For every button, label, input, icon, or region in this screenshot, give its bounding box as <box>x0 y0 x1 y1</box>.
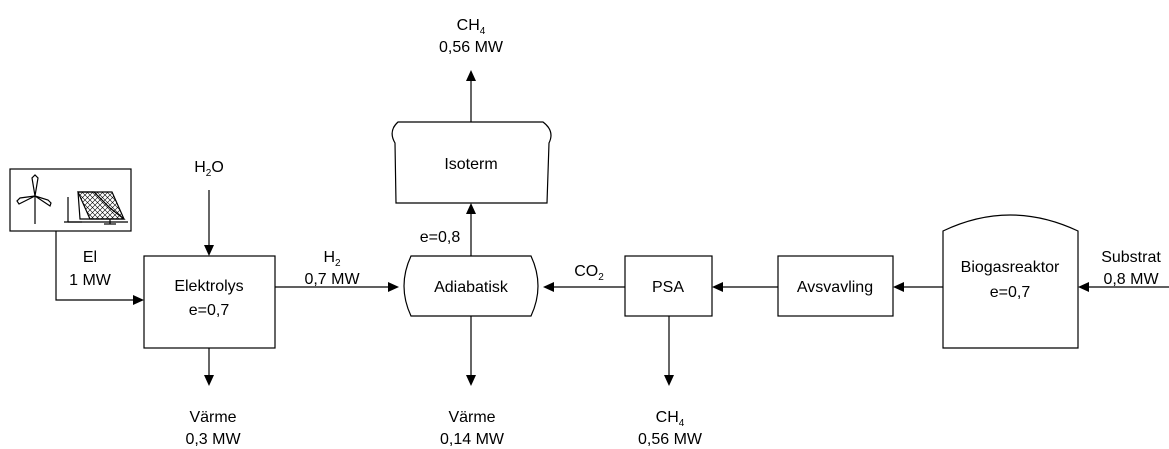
varme-adiabatisk-value: 0,14 MW <box>440 431 505 448</box>
el-value: 1 MW <box>69 272 112 289</box>
adiabatisk-reactor: Adiabatisk <box>403 255 539 317</box>
el-flow-arrow <box>55 231 144 305</box>
elektrolys-box: Elektrolys e=0,7 <box>143 255 276 349</box>
biogasreaktor-efficiency: e=0,7 <box>990 284 1031 301</box>
h2-flow-arrow <box>275 282 399 292</box>
adiabatisk-to-isoterm-arrow <box>466 203 476 256</box>
avsvavling-box: Avsvavling <box>777 255 894 317</box>
h2-value: 0,7 MW <box>304 271 360 288</box>
elektrolys-efficiency: e=0,7 <box>189 302 230 319</box>
adiabatisk-efficiency: e=0,8 <box>420 229 461 246</box>
ch4-psa-value: 0,56 MW <box>638 431 703 448</box>
energy-source-icon-box <box>9 168 132 232</box>
ch4-top-value: 0,56 MW <box>439 39 504 56</box>
ch4-psa-arrow <box>664 316 674 386</box>
biogasreaktor-tank: Biogasreaktor e=0,7 <box>942 214 1079 349</box>
wind-turbine-icon <box>16 174 52 224</box>
varme-elektrolys-arrow <box>204 348 214 386</box>
varme-adiabatisk-arrow <box>466 316 476 386</box>
psa-label: PSA <box>652 279 684 296</box>
h2-label: H2 <box>323 249 341 269</box>
isoterm-label: Isoterm <box>444 156 497 173</box>
substrat-value: 0,8 MW <box>1103 271 1159 288</box>
avsvavling-label: Avsvavling <box>797 279 873 296</box>
avsvavling-to-psa-arrow <box>712 282 778 292</box>
substrat-label: Substrat <box>1101 249 1161 266</box>
biogasreaktor-label: Biogasreaktor <box>961 259 1060 276</box>
h2o-flow-arrow <box>204 190 214 256</box>
ch4-top-arrow <box>466 70 476 122</box>
h2o-label: H2O <box>194 159 224 179</box>
ch4-top-label: CH4 <box>457 17 486 37</box>
varme-elektrolys-label: Värme <box>189 409 236 426</box>
elektrolys-label: Elektrolys <box>174 278 243 295</box>
ch4-psa-label: CH4 <box>656 409 685 429</box>
substrat-flow-arrow <box>1078 282 1169 292</box>
varme-elektrolys-value: 0,3 MW <box>185 431 241 448</box>
psa-box: PSA <box>624 255 713 317</box>
co2-flow-arrow <box>543 282 625 292</box>
biogas-to-avsvavling-arrow <box>893 282 943 292</box>
adiabatisk-label: Adiabatisk <box>434 279 509 296</box>
solar-panel-icon <box>64 191 128 225</box>
el-label: El <box>83 249 97 266</box>
co2-label: CO2 <box>574 263 604 283</box>
isoterm-reactor: Isoterm <box>391 121 552 204</box>
varme-adiabatisk-label: Värme <box>448 409 495 426</box>
